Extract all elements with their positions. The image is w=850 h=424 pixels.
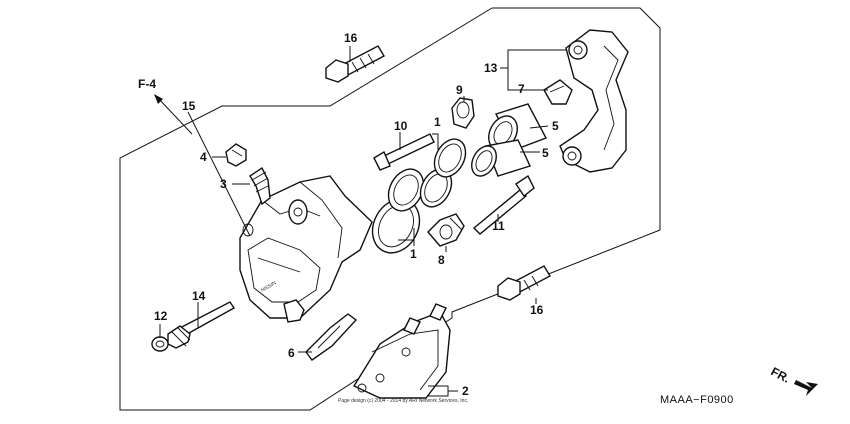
callout-8: 10 xyxy=(394,119,408,133)
callout-12: 12 xyxy=(154,309,168,323)
callout-6: 6 xyxy=(288,346,295,360)
callout-5-upper: 5 xyxy=(552,119,559,133)
callout-2: 2 xyxy=(462,384,469,398)
caliper-bracket xyxy=(559,29,629,173)
callout-16-upper: 16 xyxy=(344,31,358,45)
callout-10: 8 xyxy=(438,253,445,267)
callout-5-lower: 5 xyxy=(542,146,549,160)
pad-retainer xyxy=(543,79,573,105)
callout-14: 14 xyxy=(192,289,206,303)
callout-16-lower: 16 xyxy=(530,303,544,317)
callout-1-lower: 1 xyxy=(410,247,417,261)
callout-11: 9 xyxy=(456,83,463,97)
callout-9: 11 xyxy=(492,219,505,233)
fig-ref-label: F-4 xyxy=(138,77,156,91)
pad-spring xyxy=(305,313,358,361)
piston-lower xyxy=(471,139,531,177)
copyright-text: Page design (c) 2004 - 2014 by ARI Netwo… xyxy=(338,398,468,404)
callout-4: 4 xyxy=(200,150,207,164)
leader-lines xyxy=(159,46,566,397)
pin-boot-lower xyxy=(427,213,465,247)
bleeder-screw xyxy=(249,166,271,206)
brake-pad-set xyxy=(352,303,451,399)
pin-boot-upper xyxy=(451,97,475,129)
callout-15: 15 xyxy=(182,99,196,113)
pin-bolt xyxy=(167,301,236,349)
callout-7: 7 xyxy=(518,82,525,96)
mounting-bolt-lower xyxy=(497,265,551,301)
callout-1-upper: 1 xyxy=(434,115,441,129)
fig-ref-arrow xyxy=(154,94,193,135)
front-arrow: FR. xyxy=(769,364,818,396)
mounting-bolt-upper xyxy=(325,45,385,83)
callout-13: 13 xyxy=(484,61,498,75)
caliper-pin-upper xyxy=(373,133,435,171)
bleeder-cap xyxy=(225,143,247,167)
pin-cap xyxy=(151,336,169,352)
piston-seal-set xyxy=(371,138,467,254)
arrow-right-icon xyxy=(794,380,818,396)
callout-3: 3 xyxy=(220,177,227,191)
reference-code: MAAA−F0900 xyxy=(660,394,734,406)
caliper-body: NISSIN xyxy=(239,175,373,323)
svg-text:FR.: FR. xyxy=(769,364,793,385)
caliper-pin-lower xyxy=(472,174,535,235)
